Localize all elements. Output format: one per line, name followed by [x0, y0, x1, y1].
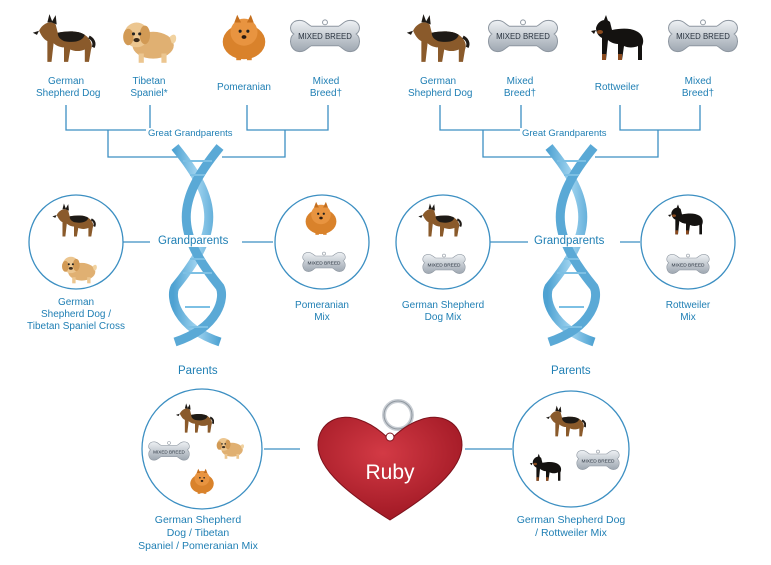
ggp-label-line: Tibetan — [132, 76, 166, 87]
great-grandparents-title-left: Great Grandparents — [146, 128, 235, 139]
dna-helix-left — [168, 144, 227, 347]
tibetan-spaniel-icon — [123, 22, 177, 63]
tag-text: MIXED BREED — [581, 459, 615, 465]
grandparent-label-right-2: Rottweiler Mix — [648, 300, 728, 324]
gp-label-line: Mix — [680, 312, 696, 323]
parent-label-line: / Rottweiler Mix — [535, 527, 607, 539]
gp-label-line: German Shepherd — [401, 300, 485, 311]
ggp-label-line: Shepherd Dog — [36, 88, 101, 99]
ggp-label-line: Breed† — [309, 88, 343, 99]
dna-helix-right — [542, 144, 601, 347]
gp-label-line: Mix — [314, 312, 330, 323]
rottweiler-icon — [591, 15, 644, 60]
parent-label-line: Spaniel / Pomeranian Mix — [138, 540, 258, 552]
parent-circle-left — [141, 388, 263, 510]
parent-label-left: German Shepherd Dog / Tibetan Spaniel / … — [128, 514, 268, 553]
ggp-label-line: Rottweiler — [594, 82, 640, 93]
connector-lines — [65, 105, 701, 450]
parent-label-line: German Shepherd Dog — [516, 514, 626, 526]
ggp-label-left-3: Pomeranian — [214, 82, 274, 94]
ggp-label-line: Mixed — [684, 76, 712, 87]
connector-line — [619, 105, 701, 131]
connector-line — [65, 105, 151, 131]
dog-name: Ruby — [365, 461, 415, 484]
ggp-label-line: Spaniel* — [130, 88, 168, 99]
gp-label-line: German — [57, 297, 95, 308]
tag-text: MIXED BREED — [496, 32, 550, 41]
ggp-label-line: Mixed — [312, 76, 340, 87]
connector-line — [595, 130, 659, 158]
connector-line — [482, 130, 552, 158]
grandparent-label-right-1: German Shepherd Dog Mix — [393, 300, 493, 324]
ggp-label-right-2: Mixed Breed† — [490, 76, 550, 100]
grandparents-title-left: Grandparents — [155, 235, 232, 247]
ggp-label-line: Pomeranian — [217, 82, 271, 93]
ggp-label-line: German — [419, 76, 457, 87]
great-grandparents-title-right: Great Grandparents — [520, 128, 609, 139]
ggp-label-line: German — [47, 76, 85, 87]
tag-text: MIXED BREED — [671, 263, 705, 269]
ggp-label-line: Mixed — [506, 76, 534, 87]
connector-line — [246, 105, 329, 131]
gp-label-line: Rottweiler — [665, 300, 711, 311]
tag-text: MIXED BREED — [427, 263, 461, 269]
ggp-label-line: Shepherd Dog — [408, 88, 473, 99]
gp-label-line: Dog Mix — [424, 312, 462, 323]
ggp-label-right-1: German Shepherd Dog — [408, 76, 473, 100]
grandparent-circle-right-1 — [395, 194, 491, 290]
gp-label-line: Shepherd Dog / — [40, 309, 112, 320]
ggp-label-left-2: Tibetan Spaniel* — [119, 76, 179, 100]
connector-line — [439, 105, 522, 131]
german-shepherd-icon — [406, 12, 470, 64]
grandparent-label-left-2: Pomeranian Mix — [282, 300, 362, 324]
ggp-label-left-1: German Shepherd Dog — [36, 76, 101, 100]
grandparent-circle-right-2 — [640, 194, 736, 290]
ggp-label-right-3: Rottweiler — [587, 82, 647, 94]
ggp-label-line: Breed† — [681, 88, 715, 99]
tag-text: MIXED BREED — [307, 261, 341, 267]
grandparents-title-right: Grandparents — [531, 235, 608, 247]
parent-label-line: Dog / Tibetan — [166, 527, 230, 539]
ggp-label-line: Breed† — [503, 88, 537, 99]
german-shepherd-icon — [32, 12, 96, 64]
parent-label-right: German Shepherd Dog / Rottweiler Mix — [506, 514, 636, 540]
parent-circle-right — [512, 390, 630, 508]
tag-text: MIXED BREED — [153, 450, 185, 455]
parent-label-line: German Shepherd — [154, 514, 242, 526]
connector-line — [222, 130, 286, 158]
gp-label-line: Tibetan Spaniel Cross — [26, 321, 125, 332]
ggp-label-left-4: Mixed Breed† — [296, 76, 356, 100]
tag-text: MIXED BREED — [676, 32, 730, 41]
connector-line — [107, 130, 178, 158]
parents-title-right: Parents — [548, 365, 594, 377]
heart-tag-icon — [317, 399, 463, 521]
grandparent-circle-left-1 — [28, 194, 124, 290]
grandparent-label-left-1: German Shepherd Dog / Tibetan Spaniel Cr… — [16, 297, 136, 333]
gp-label-line: Pomeranian — [295, 300, 349, 311]
ggp-label-right-4: Mixed Breed† — [668, 76, 728, 100]
tag-text: MIXED BREED — [298, 32, 352, 41]
parents-title-left: Parents — [175, 365, 221, 377]
pomeranian-icon — [222, 14, 266, 61]
